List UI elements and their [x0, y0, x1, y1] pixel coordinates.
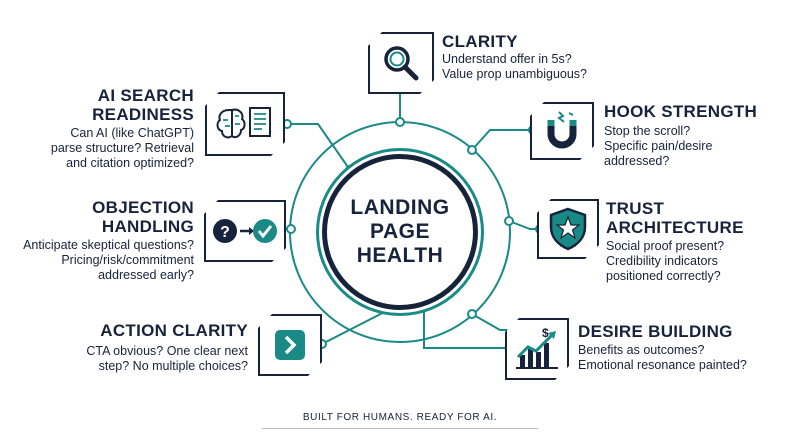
action-clarity-description: CTA obvious? One clear next step? No mul… — [86, 344, 248, 373]
trust-architecture-tile — [537, 199, 599, 259]
action-clarity-tile — [258, 314, 322, 376]
objection-handling-heading: OBJECTION HANDLING — [92, 198, 194, 236]
hook-strength-heading: HOOK STRENGTH — [604, 102, 758, 121]
clarity-description: Understand offer in 5s? Value prop unamb… — [442, 52, 588, 81]
objection-handling-description: Anticipate skeptical questions? Pricing/… — [23, 238, 194, 282]
ai-search-readiness-description: Can AI (like ChatGPT) parse structure? R… — [50, 126, 194, 170]
svg-text:$: $ — [542, 326, 549, 340]
clarity-heading: CLARITY — [442, 32, 518, 51]
hook-strength-description: Stop the scroll? Specific pain/desire ad… — [604, 124, 713, 168]
shield-star-icon — [548, 207, 588, 251]
brain-document-icon — [213, 102, 277, 146]
ai-search-readiness-tile — [205, 92, 285, 156]
question-to-check-icon: ? — [212, 215, 278, 247]
trust-architecture-heading: TRUST ARCHITECTURE — [606, 199, 744, 237]
footer-divider — [262, 428, 538, 429]
growth-chart-icon: $ — [512, 325, 562, 373]
magnifier-icon — [379, 41, 423, 85]
svg-text:?: ? — [220, 224, 230, 241]
arrow-button-icon — [274, 329, 306, 361]
hook-strength-tile — [530, 102, 594, 160]
magnet-icon — [539, 110, 585, 152]
clarity-tile — [368, 32, 434, 94]
ai-search-readiness-heading: AI SEARCH READINESS — [92, 86, 194, 124]
trust-architecture-description: Social proof present? Credibility indica… — [606, 239, 725, 283]
hub-circle: LANDING PAGE HEALTH — [322, 154, 478, 310]
desire-building-description: Benefits as outcomes? Emotional resonanc… — [578, 343, 747, 372]
objection-handling-tile: ? — [204, 200, 286, 262]
footer-tagline: BUILT FOR HUMANS. READY FOR AI. — [302, 412, 498, 423]
action-clarity-heading: ACTION CLARITY — [100, 321, 248, 340]
desire-building-heading: DESIRE BUILDING — [578, 322, 733, 341]
hub-title: LANDING PAGE HEALTH — [350, 196, 450, 267]
desire-building-tile: $ — [505, 318, 569, 380]
